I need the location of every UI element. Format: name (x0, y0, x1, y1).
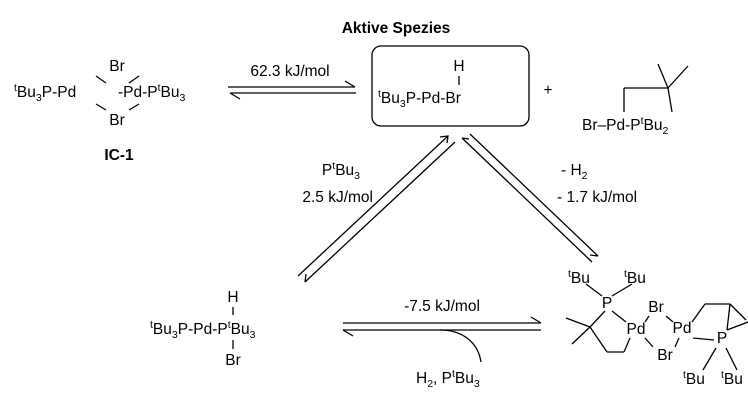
dimer-pd-left: Pd (627, 321, 646, 338)
hydride-pt-br: Br (225, 352, 241, 369)
ic1-bridge-br-top: Br (109, 58, 125, 75)
hydride-bisphosphine-structure: H tBu3P-Pd-PtBu3 Br (150, 289, 256, 369)
top-energy-label: 62.3 kJ/mol (250, 63, 329, 80)
active-species-box (371, 45, 530, 127)
dimer-tbu-1: tBu (568, 268, 590, 287)
ic1-structure: Br tBu3P-Pd -Pd-PtBu3 Br (14, 58, 186, 129)
hydride-pt-h: H (227, 289, 238, 306)
top-equilibrium-arrow (228, 80, 356, 100)
ic1-bond (95, 103, 107, 111)
cyclo-formula: Br–Pd-PtBu2 (582, 115, 668, 137)
dimer-pd-right: Pd (673, 320, 692, 337)
right-equilibrium-arrow (461, 133, 599, 263)
ic1-bridge-br-bottom: Br (109, 112, 125, 129)
left-reagent-label: PtBu3 (322, 160, 360, 182)
active-species-hydride: H (453, 58, 464, 75)
left-energy-label: 2.5 kJ/mol (302, 189, 373, 206)
ic1-bond (128, 103, 140, 111)
bottom-energy-label: -7.5 kJ/mol (404, 298, 480, 315)
bottom-reagent-label: H2, PtBu3 (416, 368, 480, 390)
bottom-equilibrium-arrow (342, 316, 542, 363)
right-energy-label: - 1.7 kJ/mol (557, 189, 637, 206)
active-species-structure: H tBu3P-Pd-Br (378, 58, 465, 110)
dimer-tbu-2: tBu (624, 268, 646, 287)
dimer-br-bottom: Br (657, 347, 673, 364)
hydride-pt-formula: tBu3P-Pd-PtBu3 (150, 319, 256, 341)
dimer-tbu-4: tBu (721, 369, 743, 388)
dimer-br-top: Br (648, 299, 664, 316)
dimer-p-left: P (602, 295, 612, 312)
plus-sign: + (543, 82, 552, 99)
left-equilibrium-arrow (297, 135, 456, 283)
ic1-label: IC-1 (104, 147, 134, 164)
ic1-right-fragment: -Pd-PtBu3 (118, 82, 186, 104)
ic1-left-fragment: tBu3P-Pd (14, 82, 76, 104)
ic1-bond (128, 75, 140, 84)
dimer-p-right: P (717, 330, 727, 347)
active-species-formula: tBu3P-Pd-Br (378, 88, 461, 110)
dimer-tbu-3: tBu (683, 369, 705, 388)
active-species-title: Aktive Spezies (342, 20, 451, 37)
cyclometalated-pd-structure: Br–Pd-PtBu2 (582, 63, 689, 137)
right-reagent-label: - H2 (561, 162, 588, 182)
ic1-bond (95, 75, 107, 84)
dinuclear-palladacycle-structure: tBu tBu P Br Pd Pd P Br tBu tBu (565, 268, 748, 388)
